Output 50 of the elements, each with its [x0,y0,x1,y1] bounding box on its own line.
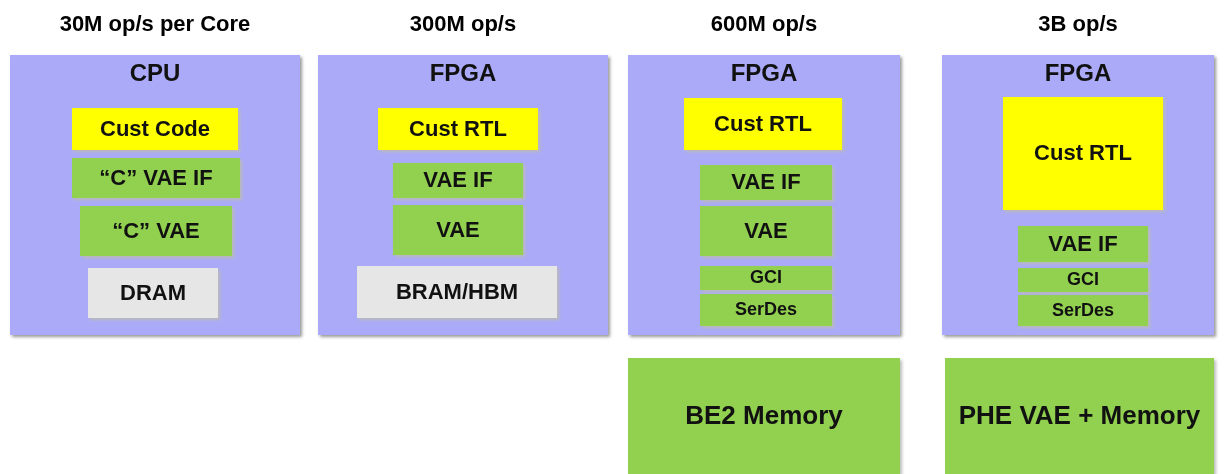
processor-panel [942,55,1214,335]
box-label: Cust RTL [714,109,812,138]
memory-box [357,266,557,318]
throughput-label: 3B op/s [1037,11,1119,37]
throughput-label: 600M op/s [709,11,819,37]
panel-title: FPGA [729,59,799,87]
interface-box [80,206,232,256]
interface-box [1018,268,1148,292]
interface-box [1018,226,1148,262]
interface-box [393,163,523,198]
panel-title: CPU [128,59,182,87]
interface-box [1018,295,1148,326]
box-label: Cust Code [100,114,210,143]
interface-box [700,266,832,290]
box-label: Cust RTL [409,114,507,143]
panel-title: FPGA [428,59,498,87]
memory-box [88,268,218,318]
box-label: PHE VAE + Memory [957,399,1202,433]
box-label: VAE IF [423,166,493,195]
box-label: GCI [750,266,782,290]
memory-module-box [945,358,1214,474]
throughput-label: 300M op/s [408,11,518,37]
custom-logic-box [1003,97,1163,210]
box-label: Cust RTL [1034,139,1132,168]
panel-title: FPGA [1043,59,1113,87]
processor-panel [318,55,608,335]
interface-box [72,158,240,198]
box-label: VAE [744,216,788,245]
interface-box [393,205,523,255]
throughput-label: 30M op/s per Core [58,11,252,37]
box-label: SerDes [1051,298,1114,322]
processor-panel [628,55,900,335]
interface-box [700,206,832,256]
box-label: “C” VAE [112,216,200,245]
custom-logic-box [684,98,842,150]
custom-logic-box [378,108,538,150]
box-label: DRAM [120,278,186,307]
memory-module-box [628,358,900,474]
interface-box [700,165,832,200]
box-label: BE2 Memory [684,399,844,433]
box-label: BRAM/HBM [395,277,519,306]
processor-panel [10,55,300,335]
box-label: VAE [436,215,480,244]
interface-box [700,294,832,326]
box-label: VAE IF [1048,229,1118,258]
box-label: VAE IF [731,168,801,197]
box-label: “C” VAE IF [99,163,213,192]
custom-logic-box [72,108,238,150]
box-label: SerDes [734,298,797,322]
box-label: GCI [1067,268,1099,292]
